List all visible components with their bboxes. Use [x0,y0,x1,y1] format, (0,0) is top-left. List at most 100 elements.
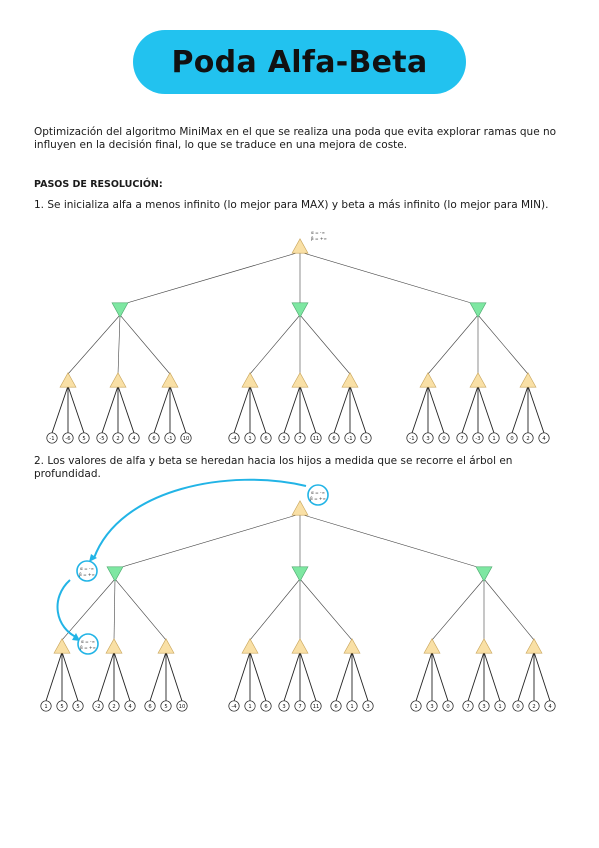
max-node [53,638,71,654]
tree-edge [249,314,301,375]
leaf-value: 5 [76,704,79,710]
tree-edge [119,314,171,375]
tree-edge [249,651,267,702]
tree-edge [299,651,317,702]
leaf-node [244,700,256,712]
leaf-node [128,432,140,444]
max-node [59,372,77,388]
beta-label: β = +∞ [310,496,326,501]
alpha-beta-bubble-min [76,560,98,582]
tree-edge [299,251,479,306]
leaf-value: 6 [148,704,151,710]
leaf-node [422,432,434,444]
min-node [469,302,487,318]
leaf-node [494,700,506,712]
leaf-value: 1 [414,704,417,710]
leaf-value: 3 [282,436,285,442]
leaf-node [488,432,500,444]
tree-edge [45,651,63,702]
leaf-value: 1 [248,436,251,442]
tree-edge [477,385,495,434]
arrowhead [89,554,97,562]
leaf-value: 2 [526,436,529,442]
tree-edge [117,385,135,434]
leaf-node [294,700,306,712]
leaf-value: 1 [44,704,47,710]
tree-edge [427,314,479,375]
leaf-value: 6 [334,704,337,710]
alpha-label: α = -∞ [311,490,325,495]
leaf-value: 0 [510,436,513,442]
alpha-label: α = -∞ [80,566,94,571]
leaf-value: -4 [231,704,237,710]
leaf-value: 11 [313,436,320,442]
leaf-value: 6 [152,436,155,442]
leaf-value: 1 [248,704,251,710]
max-node [423,638,441,654]
tree-edge [427,385,445,434]
leaf-node [92,700,104,712]
leaf-node [426,700,438,712]
tree-edge [527,385,545,434]
leaf-node [310,700,322,712]
leaf-value: 4 [548,704,552,710]
leaf-node [278,700,290,712]
tree-edge [249,578,301,641]
max-node [419,372,437,388]
min-node [475,566,493,582]
leaf-node [260,700,272,712]
leaf-node [410,700,422,712]
leaf-node [180,432,192,444]
tree-edge [114,513,301,570]
tree-edge [335,651,353,702]
alpha-beta-bubble-max [77,633,99,655]
leaf-node [46,432,58,444]
alpha-label: α = -∞ [81,639,95,644]
max-node [105,638,123,654]
leaf-value: 1 [350,704,353,710]
leaf-value: 7 [298,704,301,710]
max-node [525,638,543,654]
leaf-value: 2 [116,436,119,442]
tree-edge [483,578,535,641]
leaf-value: 11 [313,704,320,710]
root-max-node [291,500,309,516]
tree-edge [119,251,301,306]
leaf-node [78,432,90,444]
leaf-value: 7 [460,436,463,442]
leaf-node [62,432,74,444]
leaf-value: -5 [99,436,104,442]
leaf-node [528,700,540,712]
tree-edge [169,385,187,434]
title-banner: Poda Alfa-Beta [133,30,466,94]
leaf-value: 10 [179,704,186,710]
leaf-value: 2 [112,704,115,710]
leaf-node [260,432,272,444]
inherit-arrow-root-to-min [93,478,307,559]
leaf-node [362,700,374,712]
leaf-node [228,432,240,444]
tree-edge [113,578,116,641]
leaf-node [96,432,108,444]
leaf-value: 5 [164,704,167,710]
leaf-value: 3 [364,436,367,442]
max-node [475,638,493,654]
leaf-value: -6 [65,436,70,442]
tree-edge [113,651,131,702]
leaf-node [522,432,534,444]
leaf-node [244,432,256,444]
beta-label: β = +∞ [79,572,95,577]
leaf-value: 6 [264,436,267,442]
min-node [291,566,309,582]
tree-edge [165,651,183,702]
inherit-arrow-min-to-max [56,579,79,639]
tree-edge [411,385,429,434]
max-node [343,638,361,654]
alpha-label: α = -∞ [311,230,325,235]
tree-edge [61,578,116,641]
tree-edge [283,651,301,702]
tree-edge [431,578,485,641]
leaf-node [544,700,556,712]
max-node [157,638,175,654]
